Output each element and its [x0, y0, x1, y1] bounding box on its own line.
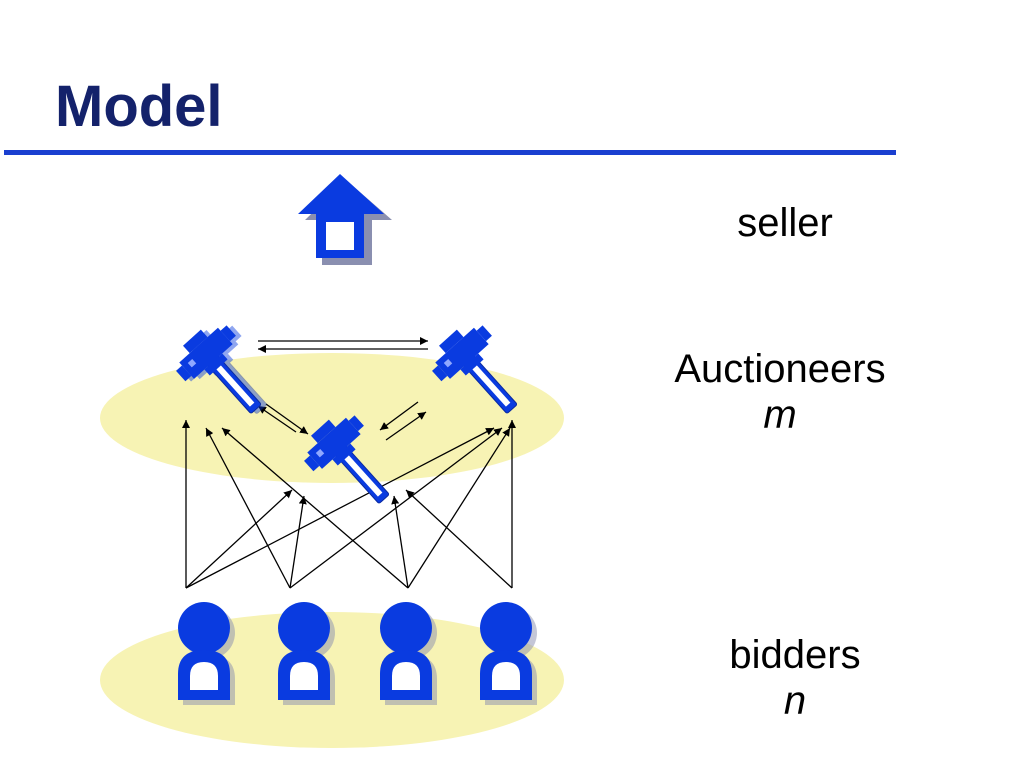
bidder-arrows: [182, 420, 516, 589]
house-icon: [298, 174, 392, 265]
person-icon: [278, 602, 335, 705]
slide-title: Model: [55, 74, 223, 139]
person-icon: [178, 602, 235, 705]
auctioneers-label-text: Auctioneers: [674, 347, 886, 391]
auctioneers-count-var: m: [763, 393, 797, 437]
person-icon: [380, 602, 437, 705]
person-icon: [480, 602, 537, 705]
auctioneer-arrows: [257, 337, 428, 441]
seller-label: seller: [700, 200, 870, 246]
auctioneers-label: Auctioneers m: [650, 346, 910, 438]
title-divider: [4, 150, 896, 155]
auctioneer-group-ellipse: [100, 353, 564, 483]
bidders-label-text: bidders: [729, 633, 861, 677]
bidders-label: bidders n: [700, 632, 890, 724]
seller-label-text: seller: [737, 201, 833, 245]
bidders-count-var: n: [783, 679, 807, 723]
